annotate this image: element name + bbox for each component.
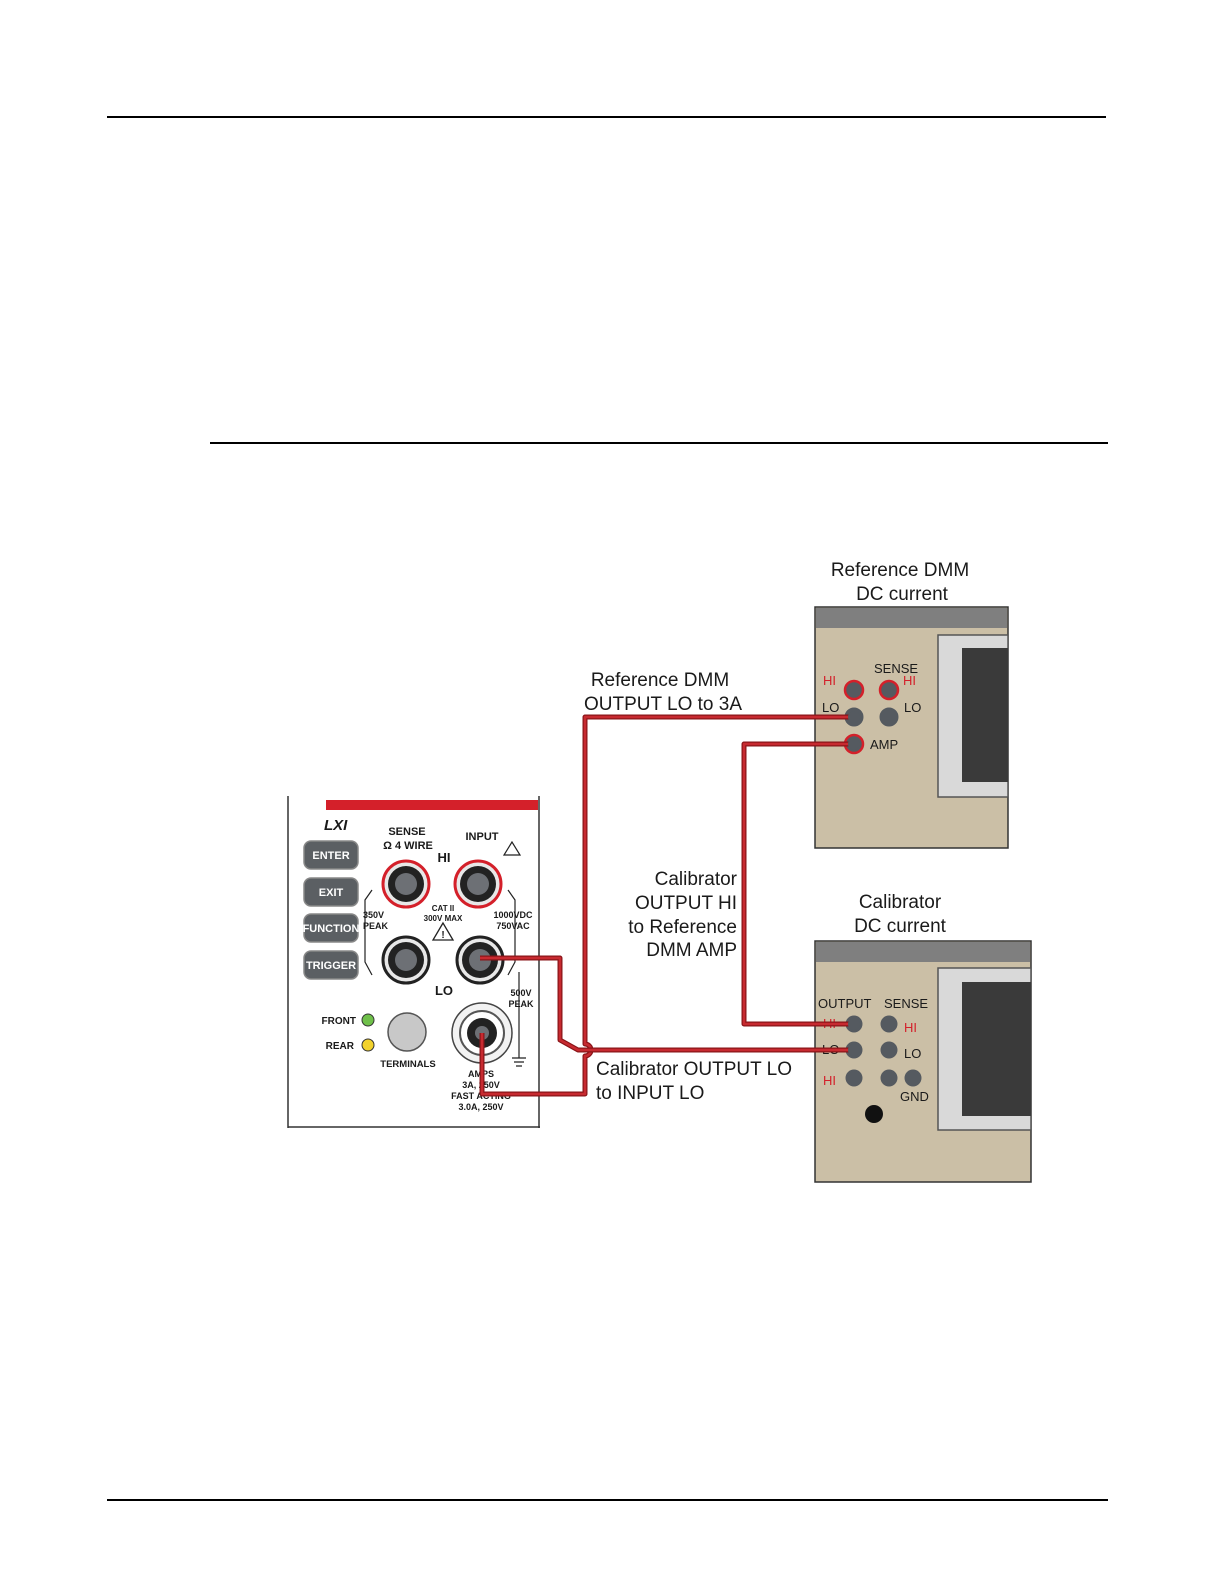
lo-label: LO <box>435 983 453 998</box>
ref-sense-hi-label: HI <box>903 673 916 688</box>
ref-sense-lo-terminal[interactable] <box>879 707 899 727</box>
cal-output-label: OUTPUT <box>818 996 872 1011</box>
calibrator-display <box>962 982 1031 1116</box>
cat-warning-mark: ! <box>441 930 444 941</box>
cal-aux-lo-terminal[interactable] <box>880 1069 898 1087</box>
ref-sense-lo-label: LO <box>904 700 921 715</box>
wire-cal-lo-to-input-lo <box>480 955 854 1053</box>
right-bracket <box>507 889 516 976</box>
ref-lo-label: LO <box>822 700 839 715</box>
terminals-label: TERMINALS <box>380 1059 435 1070</box>
wire1-label-line1: Reference DMM <box>591 670 729 691</box>
ref-dmm-subtitle: DC current <box>856 584 949 605</box>
wire1-label-line2: OUTPUT LO to 3A <box>584 694 742 715</box>
cal-knob[interactable] <box>865 1105 883 1123</box>
ref-sense-hi-terminal[interactable] <box>878 679 900 701</box>
cal-gnd-label: GND <box>900 1089 929 1104</box>
wire3-label-line1: Calibrator OUTPUT LO <box>596 1059 792 1080</box>
ref-hi-terminal[interactable] <box>843 679 865 701</box>
wire2-label-line1: Calibrator <box>655 869 738 890</box>
calibrator-top-bar <box>816 942 1030 962</box>
cat-max-label: 300V MAX <box>424 914 463 923</box>
cat-ii-label: CAT II <box>432 904 455 913</box>
rear-indicator-icon <box>361 1038 375 1052</box>
calibrator-title: Calibrator <box>859 892 942 913</box>
ref-lo-terminal-cap <box>848 711 860 723</box>
exit-button-label: EXIT <box>319 887 344 899</box>
sense-4wire-label: Ω 4 WIRE <box>383 840 433 852</box>
reference-dmm: Reference DMM DC current HI SENSE HI LO … <box>814 560 1009 849</box>
wire3-label-line2: to INPUT LO <box>596 1083 704 1104</box>
cal-sense-hi-label: HI <box>904 1020 917 1035</box>
wire2-label-line3: to Reference <box>628 917 737 938</box>
ref-hi-label: HI <box>823 673 836 688</box>
enter-button-label: ENTER <box>312 850 349 862</box>
cal-sense-label: SENSE <box>884 996 928 1011</box>
left-bracket <box>364 889 373 976</box>
trigger-button[interactable]: TRIGGER <box>303 950 359 980</box>
ref-dmm-top-bar <box>816 608 1007 628</box>
fuse-rating-label: 3.0A, 250V <box>458 1102 503 1112</box>
sense-lo-jack[interactable] <box>381 935 431 985</box>
wire-labels: Reference DMM OUTPUT LO to 3A Calibrator… <box>584 670 792 1104</box>
hi-label: HI <box>438 850 451 865</box>
dmm-front-panel: LXI ENTER EXIT FUNCTION TRIGGER SENSE Ω … <box>287 796 540 1128</box>
350v-label: 350V <box>363 910 384 920</box>
cal-sense-hi-terminal[interactable] <box>880 1015 898 1033</box>
ref-dmm-display <box>962 648 1008 782</box>
header-rule <box>107 116 1106 118</box>
cal-gnd-terminal[interactable] <box>904 1069 922 1087</box>
wire2-label-line2: OUTPUT HI <box>635 893 737 914</box>
cal-sense-lo-terminal[interactable] <box>880 1041 898 1059</box>
ground-icon <box>512 1057 526 1067</box>
calibrator-subtitle: DC current <box>854 916 947 937</box>
front-label: FRONT <box>322 1016 356 1027</box>
cal-sense-lo-label: LO <box>904 1046 921 1061</box>
500v-label: 500V <box>510 988 531 998</box>
ref-sense-label: SENSE <box>874 661 918 676</box>
input-label: INPUT <box>466 831 499 843</box>
lxi-logo: LXI <box>324 817 348 834</box>
sense-label: SENSE <box>388 826 425 838</box>
front-indicator-icon <box>361 1013 375 1027</box>
cal-aux-hi-terminal[interactable] <box>845 1069 863 1087</box>
rear-label: REAR <box>326 1041 355 1052</box>
footer-rule <box>107 1499 1108 1501</box>
section-rule <box>210 442 1108 444</box>
ref-amp-label: AMP <box>870 737 898 752</box>
750vac-label: 750VAC <box>496 921 530 931</box>
sense-hi-jack[interactable] <box>381 859 431 909</box>
cal-hi-terminal-cap <box>848 1018 860 1030</box>
500v-peak-label: PEAK <box>508 999 534 1009</box>
function-button[interactable]: FUNCTION <box>303 913 360 943</box>
exit-button[interactable]: EXIT <box>303 877 359 907</box>
cal-lo-terminal-cap <box>848 1044 860 1056</box>
input-warning-icon <box>502 840 522 856</box>
terminals-button[interactable] <box>387 1012 427 1052</box>
1000v-label: 1000VDC <box>493 910 533 920</box>
cat-warning-icon <box>431 921 455 941</box>
panel-red-stripe <box>326 800 538 810</box>
function-button-label: FUNCTION <box>303 923 360 935</box>
ref-amp-terminal-cap <box>848 738 860 750</box>
350v-peak-label: PEAK <box>363 921 389 931</box>
enter-button[interactable]: ENTER <box>303 840 359 870</box>
cal-hi2-label: HI <box>823 1073 836 1088</box>
wire2-label-line4: DMM AMP <box>646 940 737 961</box>
ref-dmm-title: Reference DMM <box>831 560 969 581</box>
input-hi-jack[interactable] <box>453 859 503 909</box>
trigger-button-label: TRIGGER <box>306 960 356 972</box>
wires <box>479 711 860 1097</box>
calibrator: Calibrator DC current OUTPUT SENSE HI HI… <box>814 892 1032 1183</box>
